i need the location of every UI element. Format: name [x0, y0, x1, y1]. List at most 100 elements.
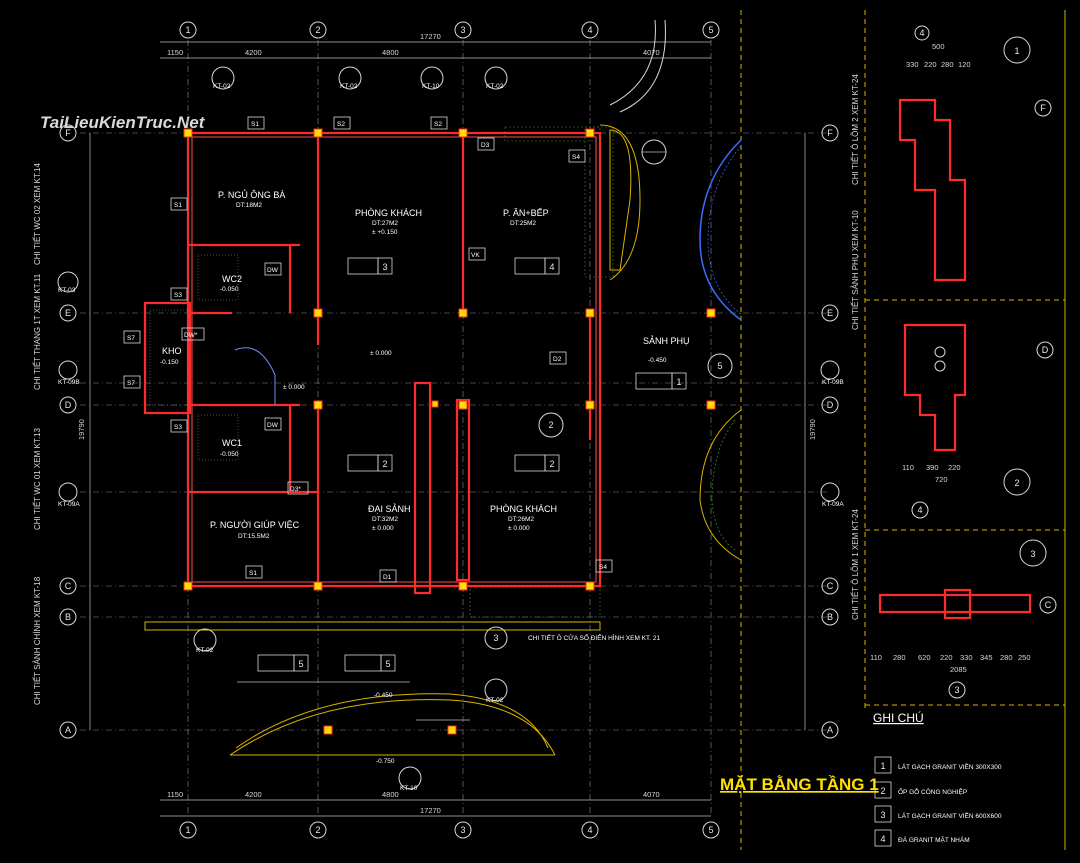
room-name: SẢNH PHỤ	[643, 335, 690, 346]
svg-text:S2: S2	[434, 121, 442, 128]
svg-text:S1: S1	[249, 570, 257, 577]
svg-text:280: 280	[893, 653, 906, 662]
svg-text:E: E	[827, 308, 833, 318]
svg-text:B: B	[65, 612, 71, 622]
svg-text:D2: D2	[553, 356, 562, 363]
room-area: DT:18M2	[236, 202, 262, 209]
svg-text:VK: VK	[471, 252, 480, 259]
svg-text:CHI TIẾT WC 01 XEM KT.13: CHI TIẾT WC 01 XEM KT.13	[32, 427, 42, 530]
svg-text:KT-03: KT-03	[58, 287, 76, 294]
svg-text:2085: 2085	[950, 665, 967, 674]
svg-text:S3: S3	[174, 292, 182, 299]
svg-text:280: 280	[941, 60, 954, 69]
svg-text:S1: S1	[251, 121, 259, 128]
svg-text:4: 4	[587, 25, 592, 35]
svg-text:3: 3	[1030, 549, 1035, 559]
side-notes: CHI TIẾT WC 02 XEM KT.14 CHI TIẾT THANG …	[32, 74, 860, 705]
svg-text:D: D	[827, 400, 834, 410]
svg-text:KT-02: KT-02	[213, 83, 231, 90]
svg-text:-0.450: -0.450	[374, 692, 393, 699]
legend-title: GHI CHÚ	[873, 710, 924, 725]
svg-text:220: 220	[948, 463, 961, 472]
svg-text:280: 280	[1000, 653, 1013, 662]
svg-text:D3*: D3*	[290, 486, 301, 493]
svg-text:C: C	[65, 581, 72, 591]
dimension-bottom: 1150 4200 4800 4070 17270	[160, 790, 711, 817]
svg-text:S7: S7	[127, 335, 135, 342]
svg-text:D3: D3	[481, 142, 490, 149]
svg-text:KT-09B: KT-09B	[822, 379, 844, 386]
svg-text:1: 1	[185, 25, 190, 35]
watermark-logo: TaiLieuKienTruc.Net	[40, 113, 206, 132]
svg-text:CHI TIẾT SẢNH CHÍNH XEM KT-18: CHI TIẾT SẢNH CHÍNH XEM KT-18	[32, 576, 42, 705]
svg-text:A: A	[827, 725, 833, 735]
room-area: DT:27M2	[372, 220, 398, 227]
room-name: WC2	[222, 274, 242, 284]
svg-text:KT-09B: KT-09B	[58, 379, 80, 386]
floor-level: ± 0.000	[283, 384, 305, 391]
dimension-sides: 19790 19790	[77, 133, 817, 730]
svg-text:S4: S4	[599, 564, 607, 571]
svg-text:CHI TIẾT Ô LÕM 1 XEM KT-24: CHI TIẾT Ô LÕM 1 XEM KT-24	[850, 509, 860, 620]
drawing-title: MẶT BẰNG TẦNG 1	[720, 775, 879, 794]
svg-text:S1: S1	[174, 202, 182, 209]
door-tags: S1 S2 S2 D3 S4 S1 S3 S7 S7 S3 D2 D3* D1 …	[123, 116, 613, 583]
svg-text:1150: 1150	[167, 790, 183, 799]
grid-lines	[80, 40, 830, 815]
svg-text:KT-09A: KT-09A	[58, 501, 80, 508]
svg-text:110: 110	[902, 463, 914, 472]
room-level: ± +0.150	[372, 229, 398, 236]
svg-text:D: D	[1042, 345, 1049, 355]
svg-text:3: 3	[493, 633, 498, 643]
room-level: ± 0.000	[508, 525, 530, 532]
svg-text:500: 500	[932, 42, 945, 51]
svg-text:LÁT GẠCH GRANIT VIỀN 600X600: LÁT GẠCH GRANIT VIỀN 600X600	[898, 810, 1002, 820]
svg-text:3: 3	[954, 685, 959, 695]
svg-text:1: 1	[676, 377, 681, 387]
grid-bubbles-top: 1 2 3 4 5	[179, 21, 720, 39]
room-area: DT:26M2	[508, 516, 534, 523]
svg-text:C: C	[827, 581, 834, 591]
svg-text:DW*: DW*	[184, 332, 198, 339]
room-labels: P. NGỦ ÔNG BÀ DT:18M2 PHÒNG KHÁCH DT:27M…	[160, 189, 690, 765]
svg-text:250: 250	[1018, 653, 1031, 662]
room-name: KHO	[162, 346, 182, 356]
garden-hatch	[469, 19, 667, 618]
columns	[183, 128, 716, 735]
room-level: -0.450	[648, 357, 667, 364]
svg-text:3: 3	[382, 262, 387, 272]
svg-text:KT-02: KT-02	[196, 647, 214, 654]
svg-text:KT-09A: KT-09A	[822, 501, 844, 508]
svg-text:KT-02: KT-02	[340, 83, 358, 90]
room-level: -0.150	[160, 359, 179, 366]
front-porch	[144, 621, 601, 756]
grid-bubbles-bottom: 1 2 3 4 5	[179, 821, 720, 839]
svg-text:2: 2	[880, 786, 885, 796]
svg-text:4200: 4200	[245, 790, 262, 799]
svg-text:-0.750: -0.750	[376, 758, 395, 765]
svg-text:D1: D1	[383, 574, 392, 581]
svg-text:B: B	[827, 612, 833, 622]
pool	[699, 139, 742, 561]
room-level: ± 0.000	[372, 525, 394, 532]
svg-text:5: 5	[385, 659, 390, 669]
section-callouts: KT-02 KT-02 KT-10 KT-02 KT-03 KT-09B KT-…	[57, 66, 844, 792]
svg-text:F: F	[827, 128, 833, 138]
svg-text:4: 4	[919, 28, 924, 38]
finish-tags: 3 4 2 2 1 5 5	[257, 257, 687, 672]
svg-text:KT-02: KT-02	[486, 697, 504, 704]
svg-text:2: 2	[1014, 478, 1019, 488]
room-area: DT:25M2	[510, 220, 536, 227]
svg-text:1150: 1150	[167, 48, 183, 57]
grid-bubbles-right: F E D C B A	[821, 124, 839, 739]
room-level: -0.050	[220, 451, 239, 458]
svg-text:DW: DW	[267, 267, 279, 274]
svg-text:3: 3	[880, 810, 885, 820]
svg-text:120: 120	[958, 60, 971, 69]
svg-text:17270: 17270	[420, 806, 441, 815]
svg-text:4: 4	[587, 825, 592, 835]
svg-text:4: 4	[917, 505, 922, 515]
svg-text:± 0.000: ± 0.000	[370, 350, 392, 357]
room-area: DT:32M2	[372, 516, 398, 523]
svg-text:5: 5	[708, 825, 713, 835]
